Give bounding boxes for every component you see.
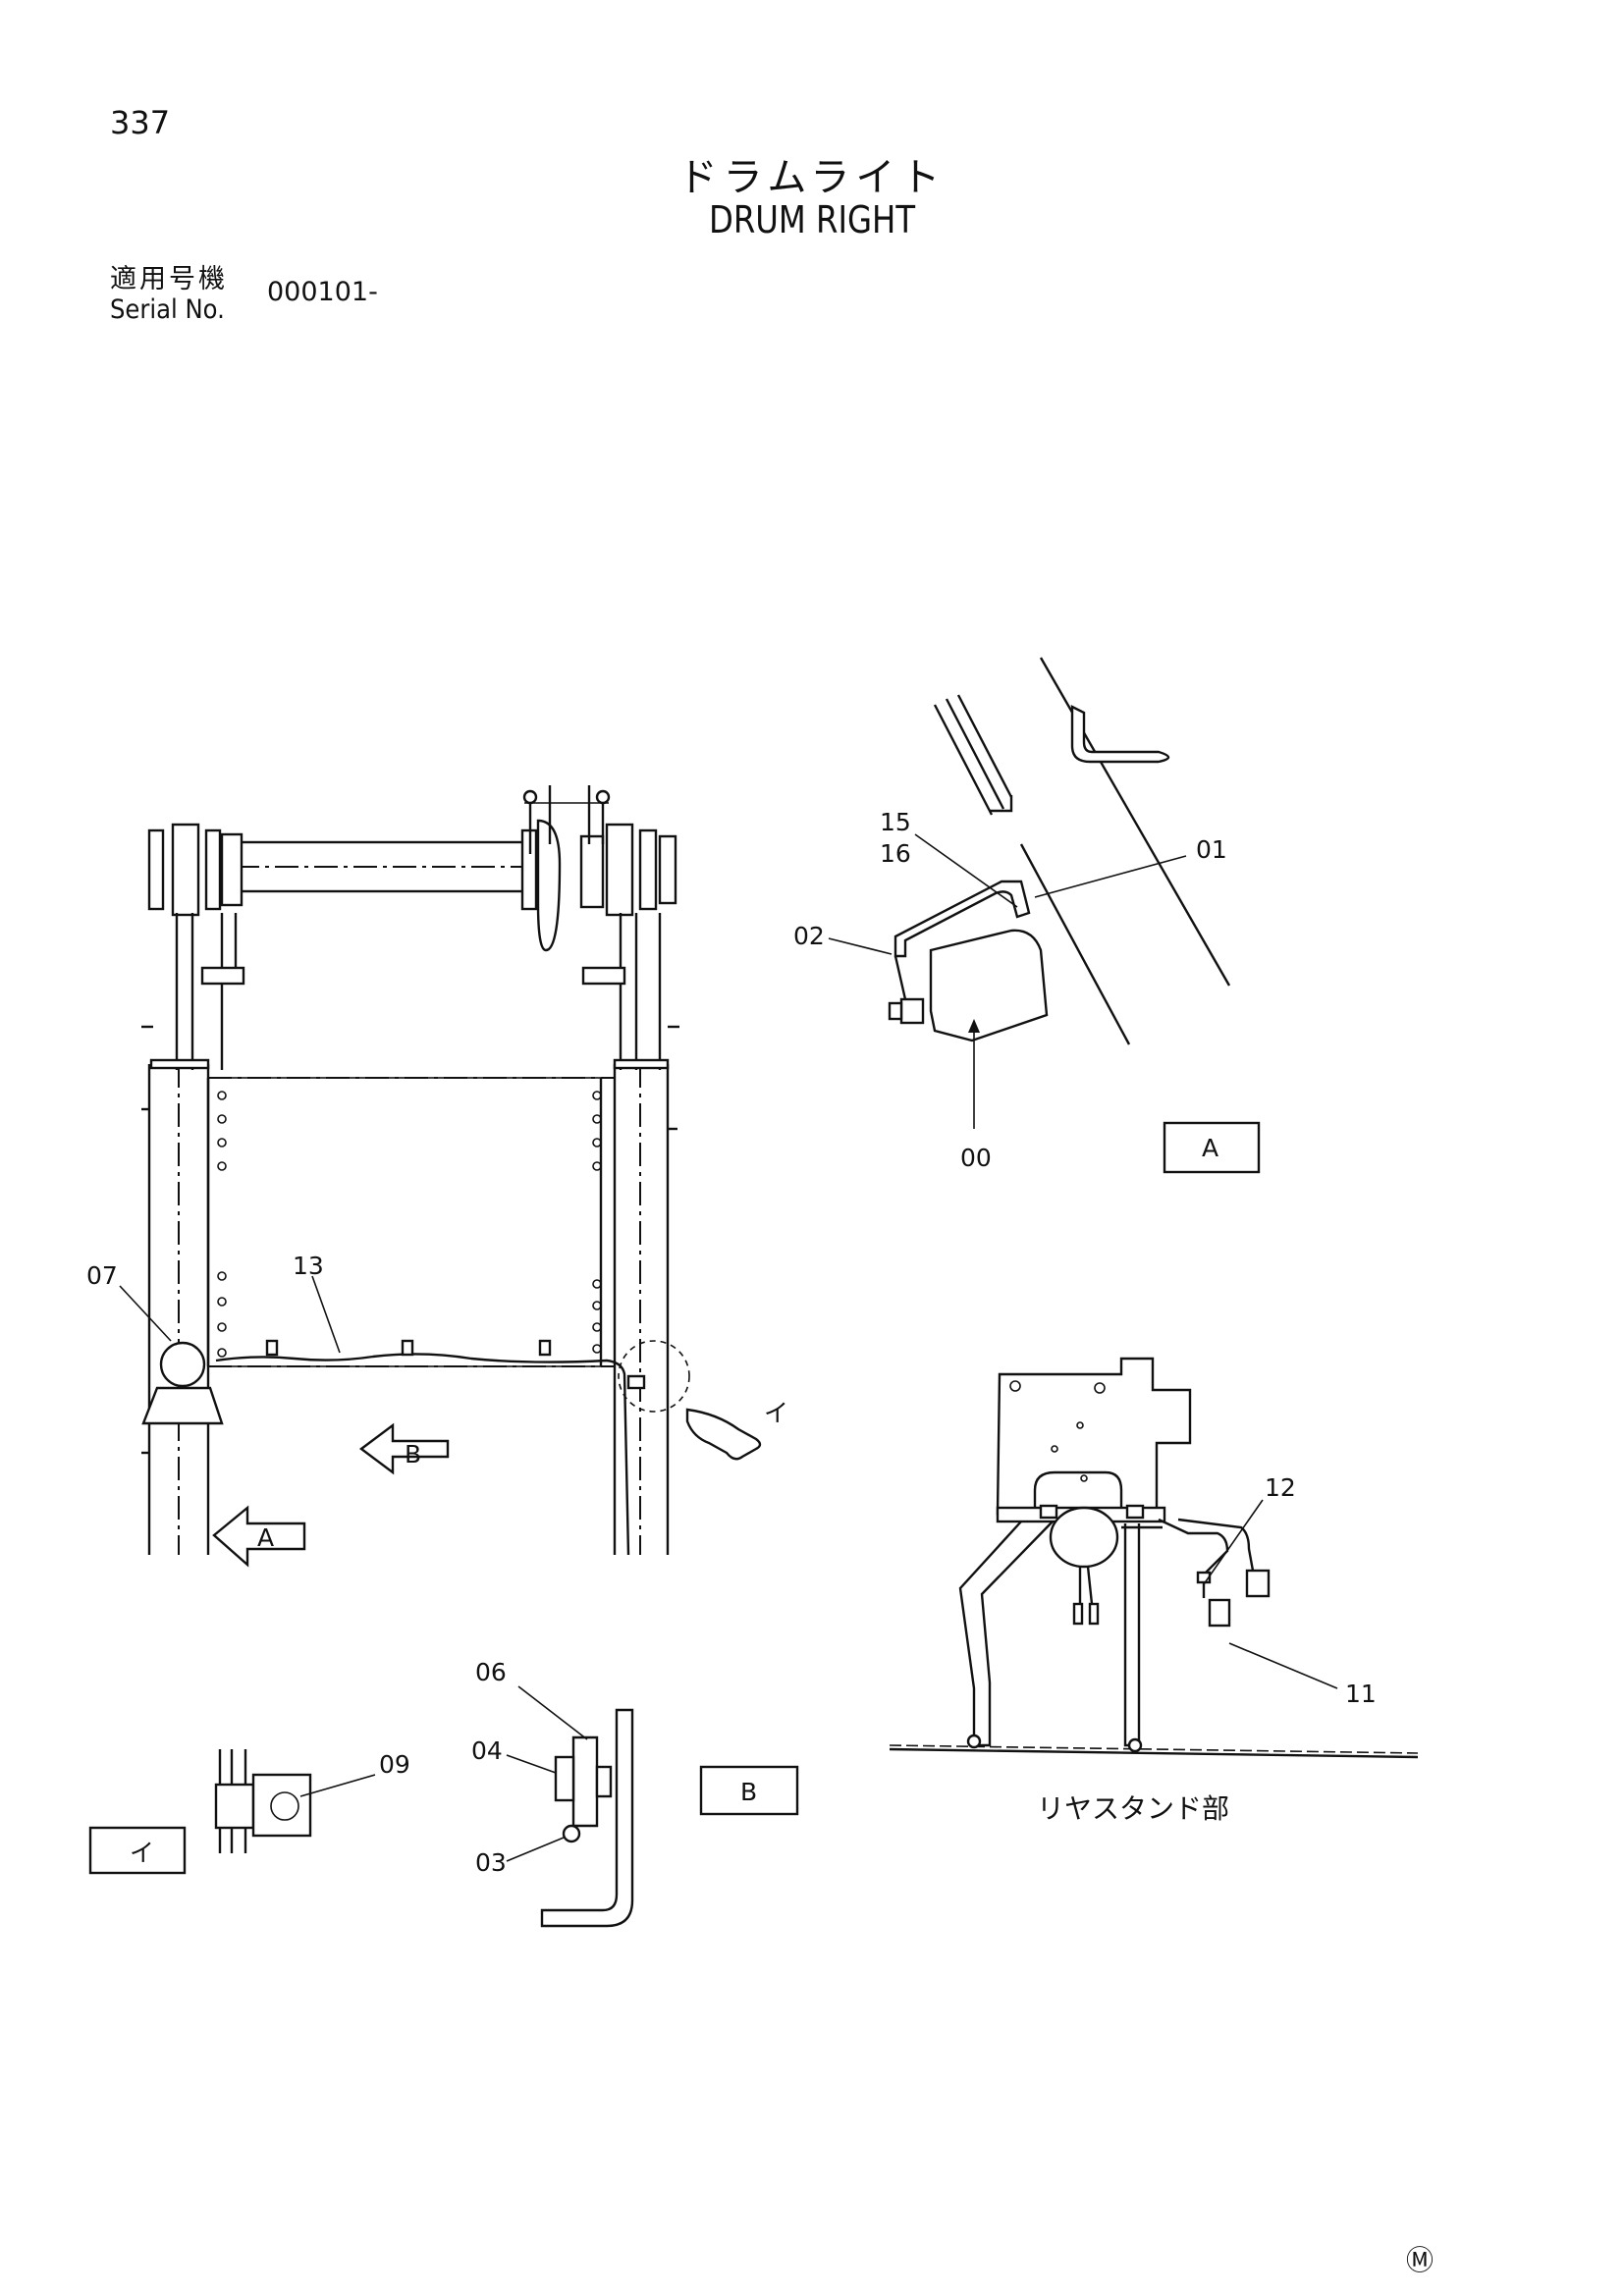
arrow-a-label: A [257, 1523, 274, 1552]
view-arrow-b: B [359, 1422, 450, 1475]
callout-15: 15 [880, 808, 911, 836]
serial-label-japanese: 適用号機 [110, 264, 228, 294]
callout-11: 11 [1345, 1680, 1377, 1708]
callout-04: 04 [471, 1736, 503, 1765]
page-title-japanese: ドラムライト [677, 155, 947, 200]
callout-09: 07 [86, 1261, 118, 1290]
view-a-label: A [1202, 1134, 1218, 1162]
callout-00: 00 [960, 1144, 992, 1172]
callout-02: 02 [793, 922, 825, 950]
callout-07: 09 [379, 1750, 410, 1779]
view-arrow-a: A [212, 1505, 306, 1568]
view-b-detail: 06 04 03 B [471, 1658, 799, 1928]
callout-13: 13 [293, 1252, 324, 1280]
arrow-b-label: B [405, 1440, 421, 1468]
rear-stand-caption: リヤスタンド部 [1037, 1792, 1229, 1825]
callout-03: 03 [475, 1848, 507, 1877]
view-a-detail: 15 16 01 02 00 A [793, 657, 1261, 1174]
serial-label-english: Serial No. [110, 294, 225, 325]
m-mark: Ⓜ [1406, 2244, 1434, 2276]
view-b-label: B [740, 1778, 757, 1806]
page-number: 337 [110, 104, 171, 141]
view-i-detail: 09 イ [88, 1749, 410, 1875]
callout-01: 01 [1196, 835, 1227, 864]
page-title-english: DRUM RIGHT [708, 198, 916, 241]
serial-number-value: 000101- [267, 277, 378, 307]
detail-pointer-label: イ [764, 1399, 788, 1427]
main-frame-view: B A イ 07 13 [86, 785, 788, 1568]
callout-06: 06 [475, 1658, 507, 1686]
rear-stand-view: 12 11 リヤスタンド部 [889, 1357, 1419, 1825]
callout-12: 12 [1265, 1473, 1296, 1502]
view-i-label: イ [130, 1839, 154, 1867]
callout-16: 16 [880, 839, 911, 868]
